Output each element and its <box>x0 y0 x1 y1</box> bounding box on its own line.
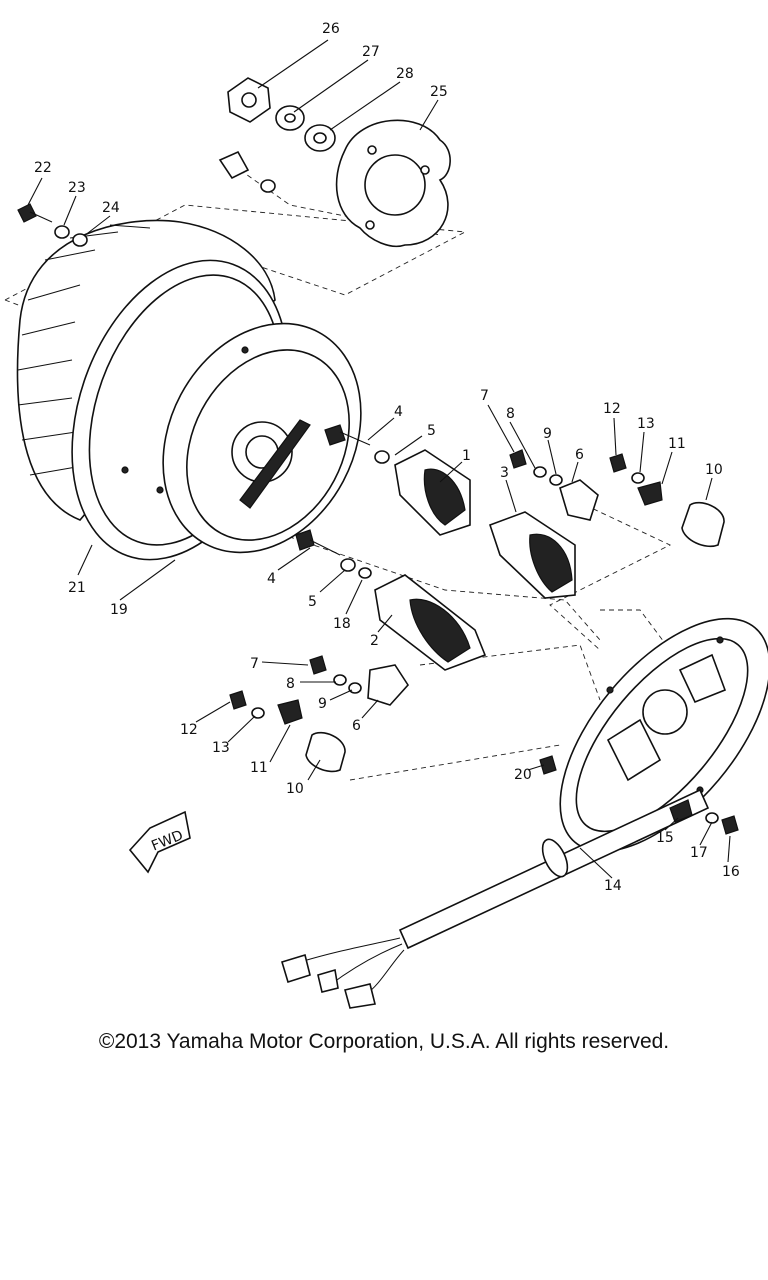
callout-1: 1 <box>462 448 471 464</box>
callout-5-lower: 5 <box>308 594 317 610</box>
stator-plate <box>559 617 768 853</box>
copyright-notice: ©2013 Yamaha Motor Corporation, U.S.A. A… <box>98 1030 670 1053</box>
callout-4-upper: 4 <box>394 404 403 420</box>
callout-25: 25 <box>430 84 448 100</box>
callout-21: 21 <box>68 580 86 596</box>
callout-13-upper: 13 <box>637 416 655 432</box>
callout-11-upper: 11 <box>668 436 686 452</box>
callout-3: 3 <box>500 465 509 481</box>
callout-5-upper: 5 <box>427 423 436 439</box>
bolt-22-set <box>17 203 88 247</box>
callout-8-lower: 8 <box>286 676 295 692</box>
callout-23: 23 <box>68 180 86 196</box>
callout-26: 26 <box>322 21 340 37</box>
callout-9-upper: 9 <box>543 426 552 442</box>
callout-19: 19 <box>110 602 128 618</box>
callout-9-lower: 9 <box>318 696 327 712</box>
callout-13-lower: 13 <box>212 740 230 756</box>
callout-28: 28 <box>396 66 414 82</box>
breaker-lower <box>277 664 410 773</box>
fwd-arrow: FWD <box>128 810 191 874</box>
callout-20: 20 <box>514 767 532 783</box>
callout-7-upper: 7 <box>480 388 489 404</box>
callout-10-upper: 10 <box>705 462 723 478</box>
callout-18: 18 <box>333 616 351 632</box>
callout-6-upper: 6 <box>575 447 584 463</box>
callout-11-lower: 11 <box>250 760 268 776</box>
callout-8-upper: 8 <box>506 406 515 422</box>
breaker-upper <box>559 479 725 547</box>
leader-lines <box>27 39 731 879</box>
rotor-19 <box>121 322 362 554</box>
small-fasteners <box>229 424 739 835</box>
callout-numbers: 26 27 28 25 22 23 24 4 5 1 7 8 9 6 12 13… <box>34 21 740 894</box>
callout-14: 14 <box>604 878 622 894</box>
callout-4-lower: 4 <box>267 571 276 587</box>
exploded-view-svg: FWD <box>4 21 768 1009</box>
parts-diagram: FWD <box>4 21 768 1009</box>
coil-2 <box>374 574 487 671</box>
callout-6-lower: 6 <box>352 718 361 734</box>
callout-10-lower: 10 <box>286 781 304 797</box>
rotor-fasteners <box>218 77 451 247</box>
coil-1 <box>394 449 471 536</box>
callout-15: 15 <box>656 830 674 846</box>
callout-16: 16 <box>722 864 740 880</box>
coil-3 <box>488 511 576 599</box>
callout-7-lower: 7 <box>250 656 259 672</box>
callout-2: 2 <box>370 633 379 649</box>
callout-27: 27 <box>362 44 380 60</box>
wire-harness-14 <box>281 788 710 1009</box>
callout-22: 22 <box>34 160 52 176</box>
callout-17: 17 <box>690 845 708 861</box>
callout-24: 24 <box>102 200 120 216</box>
callout-12-upper: 12 <box>603 401 621 417</box>
callout-12-lower: 12 <box>180 722 198 738</box>
